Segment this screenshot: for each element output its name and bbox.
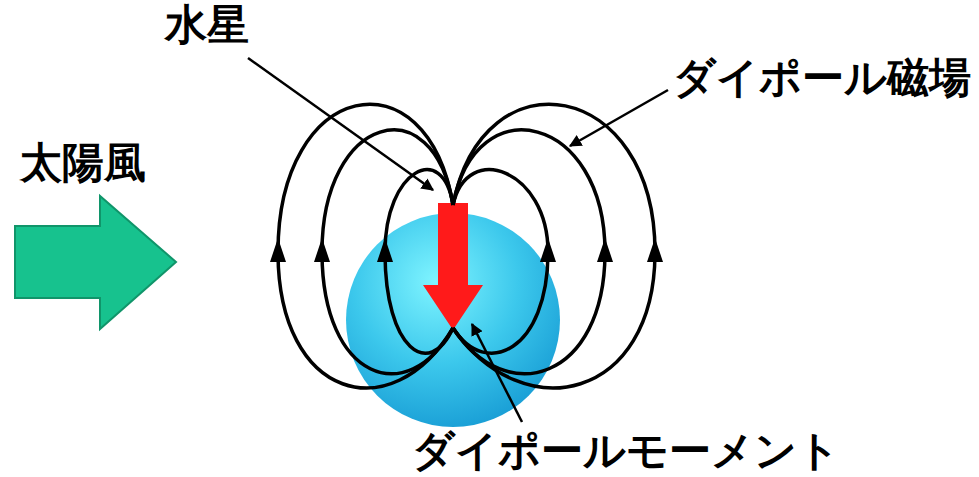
leader-line [472, 324, 522, 422]
solar-wind-arrow [15, 196, 176, 329]
field-arrowhead [647, 238, 663, 262]
field-line [453, 130, 605, 374]
field-arrowhead [377, 238, 393, 262]
leader-line [248, 58, 433, 190]
field-arrowheads [270, 238, 663, 262]
label: 水星 [165, 2, 249, 48]
dipole-moment-arrow [423, 203, 483, 330]
field-line [453, 170, 548, 354]
field-line [385, 170, 453, 354]
label: ダイポール磁場 [673, 55, 971, 101]
dipole-field-lines [278, 104, 655, 388]
field-line [278, 104, 453, 388]
label: ダイポールモーメント [412, 428, 840, 474]
field-arrowhead [270, 238, 286, 262]
field-arrowhead [597, 238, 613, 262]
field-arrowhead [540, 238, 556, 262]
label: 太陽風 [20, 140, 146, 186]
field-arrowhead [314, 238, 330, 262]
field-line [322, 130, 453, 374]
leader-line [570, 90, 668, 146]
